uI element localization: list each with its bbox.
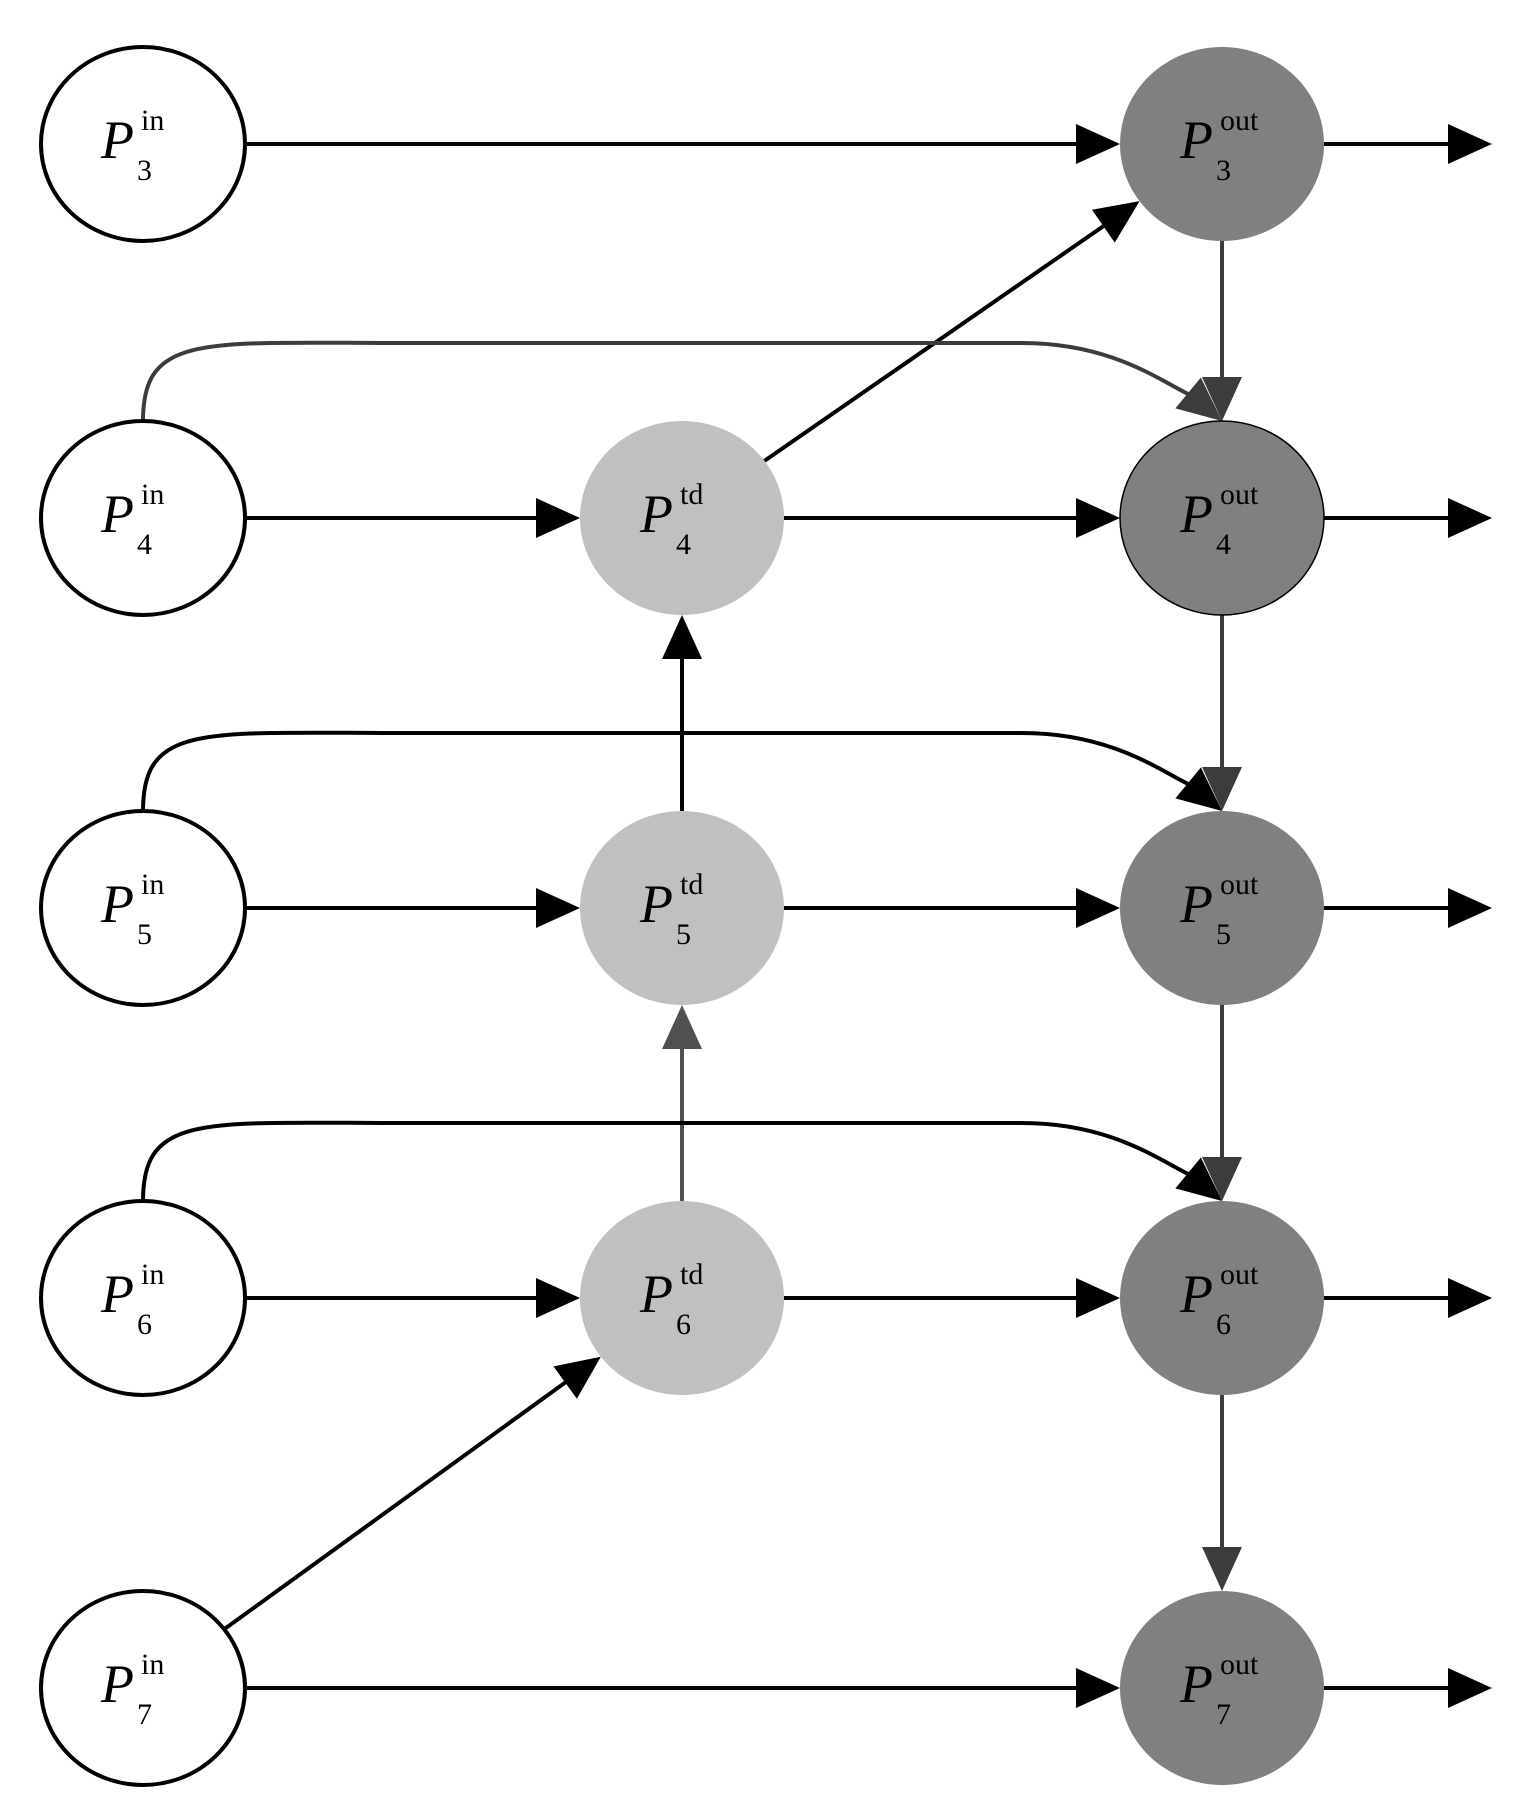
edge-p4-td-to-p3-out-arrowhead <box>1091 201 1140 243</box>
node-p4-td-sub: 4 <box>676 528 691 561</box>
node-p5-out-sub: 5 <box>1216 918 1231 951</box>
node-p4-out-base: P <box>1179 484 1213 544</box>
edges-layer <box>141 142 1452 1690</box>
edge-p6-out-to-output-arrowhead <box>1448 1278 1492 1318</box>
node-p4-in-sub: 4 <box>137 528 152 561</box>
node-p6-out-base: P <box>1179 1264 1213 1324</box>
node-p6-in-sup: in <box>141 1258 164 1291</box>
edge-p6-td-to-p5-td-arrowhead <box>662 1005 702 1049</box>
node-p5-in-sup: in <box>141 868 164 901</box>
node-p7-in-base: P <box>100 1654 134 1714</box>
node-p7-in-circle <box>39 1589 247 1787</box>
node-p6-td-sup: td <box>680 1258 703 1291</box>
edge-p6-in-to-p6-td-arrowhead <box>536 1278 580 1318</box>
edge-p4-in-to-p4-out-skip <box>141 340 1193 422</box>
node-p6-in-base: P <box>100 1264 134 1324</box>
edge-p4-out-to-p5-out-arrowhead <box>1202 767 1242 811</box>
node-p3-out-base: P <box>1179 110 1213 170</box>
node-p7-out-base: P <box>1179 1654 1213 1714</box>
node-p5-td-sup: td <box>680 868 703 901</box>
edge-p7-in-to-p6-td <box>223 1378 570 1631</box>
node-p5-in-sub: 5 <box>137 918 152 951</box>
node-p5-out-base: P <box>1179 874 1213 934</box>
edge-p7-in-to-p7-out-arrowhead <box>1076 1668 1120 1708</box>
node-p4-out-sup: out <box>1220 478 1259 511</box>
node-p5-td-base: P <box>639 874 673 934</box>
edge-p4-in-to-p4-out-skip-arrowhead <box>1175 377 1222 421</box>
edge-p5-td-to-p5-out-arrowhead <box>1076 888 1120 928</box>
node-p6-td-sub: 6 <box>676 1308 691 1341</box>
edge-p5-in-to-p5-td-arrowhead <box>536 888 580 928</box>
node-p6-out-circle <box>1120 1201 1324 1395</box>
node-p6-td-base: P <box>639 1264 673 1324</box>
node-p6-in-circle <box>39 1199 247 1397</box>
arrowheads-layer <box>536 124 1492 1708</box>
node-p3-out-sub: 3 <box>1216 154 1231 187</box>
edge-p5-in-to-p5-out-skip <box>141 730 1193 812</box>
node-p3-in-sub: 3 <box>137 154 152 187</box>
node-p5-out-sup: out <box>1220 868 1259 901</box>
node-p6-out-sub: 6 <box>1216 1308 1231 1341</box>
edge-p6-in-to-p6-out-skip <box>141 1120 1193 1202</box>
node-p4-td-base: P <box>639 484 673 544</box>
edge-p3-out-to-output-arrowhead <box>1448 124 1492 164</box>
node-p3-out-circle <box>1120 47 1324 241</box>
edge-p7-in-to-p6-td-arrowhead <box>553 1356 601 1399</box>
edge-p5-td-to-p4-td-arrowhead <box>662 615 702 659</box>
edge-p5-out-to-p6-out-arrowhead <box>1202 1157 1242 1201</box>
node-p4-td-sup: td <box>680 478 703 511</box>
edge-p4-td-to-p4-out-arrowhead <box>1076 498 1120 538</box>
node-p5-td-sub: 5 <box>676 918 691 951</box>
node-p4-in-base: P <box>100 484 134 544</box>
edge-p7-out-to-output-arrowhead <box>1448 1668 1492 1708</box>
node-p5-in-base: P <box>100 874 134 934</box>
node-p4-out-sub: 4 <box>1216 528 1231 561</box>
node-p7-out-circle <box>1120 1591 1324 1785</box>
node-p3-in-circle <box>39 45 247 243</box>
edge-p3-in-to-p3-out-arrowhead <box>1076 124 1120 164</box>
node-p7-in-sub: 7 <box>137 1698 152 1731</box>
node-p7-in-sup: in <box>141 1648 164 1681</box>
node-p3-in-sup: in <box>141 104 164 137</box>
node-p6-out-sup: out <box>1220 1258 1259 1291</box>
node-p7-out-sub: 7 <box>1216 1698 1231 1731</box>
edge-p6-td-to-p6-out-arrowhead <box>1076 1278 1120 1318</box>
edge-p6-out-to-p7-out-arrowhead <box>1202 1547 1242 1591</box>
edge-p5-in-to-p5-out-skip-arrowhead <box>1175 767 1222 811</box>
node-p5-td-circle <box>580 811 784 1005</box>
node-p4-td-circle <box>580 421 784 615</box>
edge-p6-in-to-p6-out-skip-arrowhead <box>1175 1157 1222 1201</box>
edge-p5-out-to-output-arrowhead <box>1448 888 1492 928</box>
node-p6-td-circle <box>580 1201 784 1395</box>
edge-p4-out-to-output-arrowhead <box>1448 498 1492 538</box>
node-p3-in-base: P <box>100 110 134 170</box>
node-p7-out-sup: out <box>1220 1648 1259 1681</box>
edge-p3-out-to-p4-out-arrowhead <box>1202 377 1242 421</box>
node-p4-out-circle <box>1119 420 1325 616</box>
node-p4-in-sup: in <box>141 478 164 511</box>
node-p3-out-sup: out <box>1220 104 1259 137</box>
edge-p4-in-to-p4-td-arrowhead <box>536 498 580 538</box>
node-p5-in-circle <box>39 809 247 1007</box>
node-p4-in-circle <box>39 419 247 617</box>
node-p5-out-circle <box>1120 811 1324 1005</box>
node-p6-in-sub: 6 <box>137 1308 152 1341</box>
